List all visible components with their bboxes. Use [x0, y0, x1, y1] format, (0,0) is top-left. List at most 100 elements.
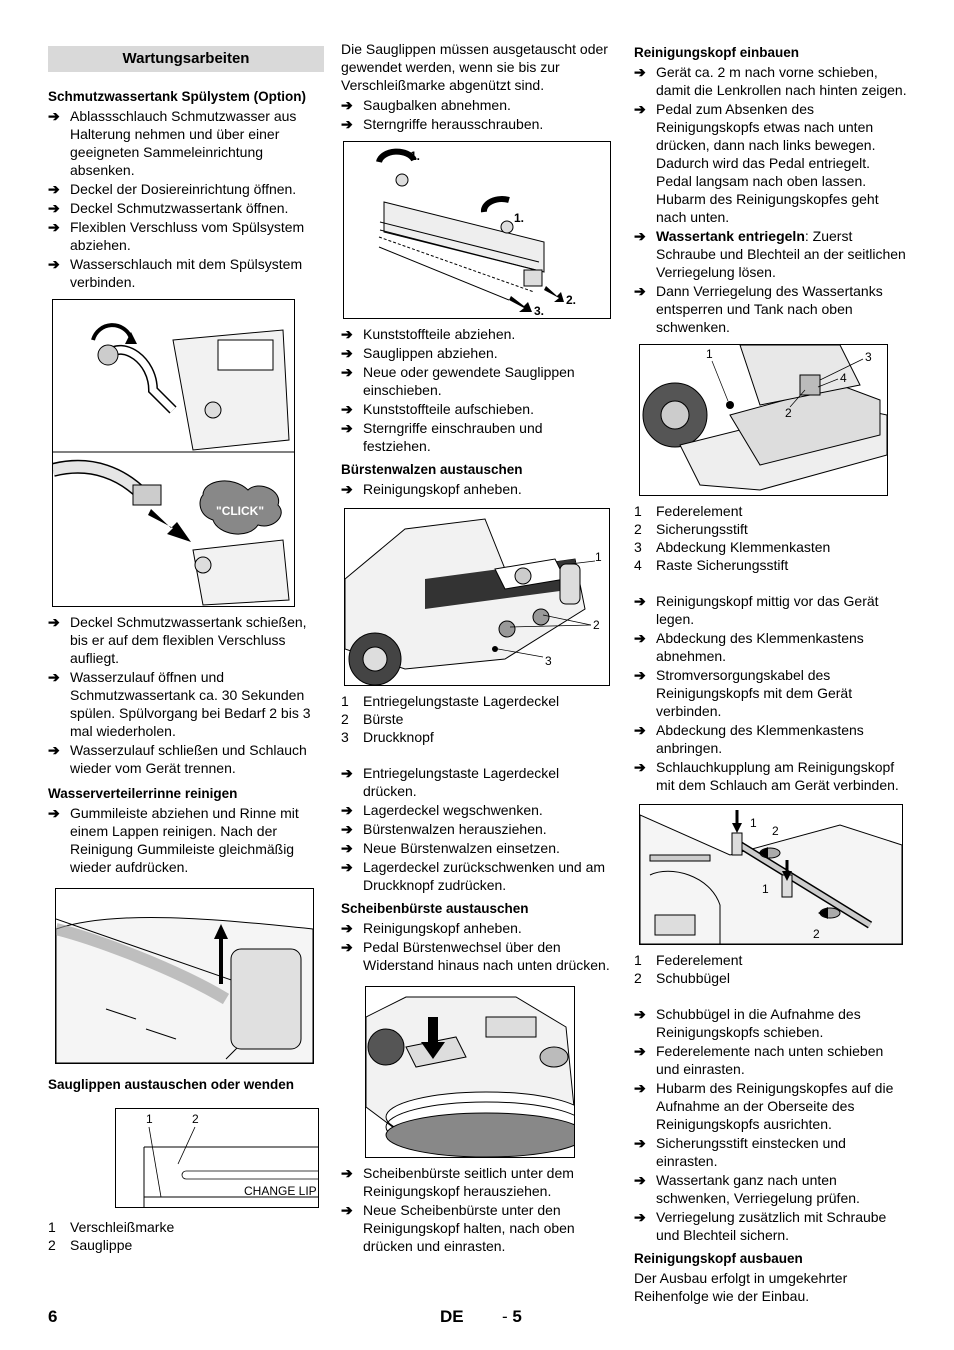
- step-text: Entriegelungstaste Lagerdeckel drücken.: [363, 765, 560, 799]
- step-text: Dann Verriegelung des Wassertanks entspe…: [656, 283, 883, 335]
- legend-item: 3 Druckknopf: [341, 728, 613, 746]
- bar-label-1a: 1.: [410, 149, 420, 163]
- figure-scheibe: [365, 986, 575, 1158]
- arrow-right-icon: ➔: [634, 1080, 646, 1096]
- walzen-label-1: 1: [595, 550, 602, 564]
- arrow-right-icon: ➔: [48, 742, 60, 758]
- heading-ausbau: Reinigungskopf ausbauen: [634, 1251, 803, 1266]
- step-text: Scheibenbürste seitlich unter dem Reinig…: [363, 1165, 574, 1199]
- step-list-rinne: ➔Gummileiste abziehen und Rinne mit eine…: [48, 804, 324, 876]
- step-item: ➔Stromversorgungskabel des Reinigungskop…: [634, 666, 908, 720]
- column-left: Wartungsarbeiten Schmutzwassertank Spüly…: [48, 40, 324, 1254]
- step-item: ➔Lagerdeckel wegschwenken.: [341, 801, 613, 819]
- sauglippe-illustration: 1 2 CHANGE LIP: [143, 1112, 318, 1207]
- step-text: Neue Bürstenwalzen einsetzen.: [363, 840, 560, 856]
- page-number-value: 5: [512, 1307, 522, 1326]
- step-text: Wasserzulauf schließen und Schlauch wied…: [70, 742, 307, 776]
- legend-number: 2: [634, 521, 642, 537]
- step-item: ➔Reinigungskopf anheben.: [341, 919, 613, 937]
- step-text: Lagerdeckel zurückschwenken und am Druck…: [363, 859, 606, 893]
- step-item: ➔Reinigungskopf mittig vor das Gerät leg…: [634, 592, 908, 628]
- step-item: ➔Abdeckung des Klemmenkastens abnehmen.: [634, 629, 908, 665]
- step-item: ➔Pedal zum Absenken des Reinigungskopfs …: [634, 100, 908, 226]
- arrow-right-icon: ➔: [341, 401, 353, 417]
- step-item: ➔Saugbalken abnehmen.: [341, 96, 613, 114]
- arrow-right-icon: ➔: [341, 1202, 353, 1218]
- arrow-right-icon: ➔: [341, 765, 353, 781]
- legend-text: Druckknopf: [363, 729, 434, 745]
- step-text: Kunststoffteile aufschieben.: [363, 401, 534, 417]
- heading-einbau: Reinigungskopf einbauen: [634, 45, 800, 60]
- figure-walzen: 1 2 3: [344, 508, 610, 686]
- buegel-label-2b: 2: [813, 927, 820, 941]
- tank-label-1: 1: [706, 347, 713, 361]
- step-text: Kunststoffteile abziehen.: [363, 326, 516, 342]
- heading-rinne: Wasserverteilerrinne reinigen: [48, 786, 238, 801]
- step-list-scheibe-a: ➔Reinigungskopf anheben.➔Pedal Bürstenwe…: [341, 919, 613, 974]
- step-text: Deckel der Dosiereinrichtung öffnen.: [70, 181, 297, 197]
- buegel-label-1b: 1: [762, 882, 769, 896]
- column-middle: Die Sauglippen müssen ausgetauscht oder …: [341, 40, 613, 1256]
- legend-text: Sicherungsstift: [656, 521, 748, 537]
- arrow-right-icon: ➔: [48, 805, 60, 821]
- step-item: ➔Wassertank ganz nach unten schwenken, V…: [634, 1171, 908, 1207]
- figure-spuelsystem: "CLICK": [52, 299, 295, 607]
- step-text: Neue Scheibenbürste unter den Reinigungs…: [363, 1202, 575, 1254]
- legend-number: 1: [634, 503, 642, 519]
- step-item: ➔Reinigungskopf anheben.: [341, 480, 613, 498]
- legend-text: Federelement: [656, 503, 743, 519]
- arrow-right-icon: ➔: [341, 345, 353, 361]
- heading-walzen: Bürstenwalzen austauschen: [341, 462, 523, 477]
- step-item: ➔Wasserzulauf öffnen und Schmutzwasserta…: [48, 668, 324, 740]
- step-item: ➔Sterngriffe herausschrauben.: [341, 115, 613, 133]
- legend-text: Bürste: [363, 711, 404, 727]
- walzen-label-2: 2: [593, 618, 600, 632]
- figure-wassertank: 1 3 4 2: [639, 344, 888, 496]
- arrow-right-icon: ➔: [634, 1006, 646, 1022]
- step-item: ➔Scheibenbürste seitlich unter dem Reini…: [341, 1164, 613, 1200]
- legend-item: 1 Entriegelungstaste Lagerdeckel: [341, 692, 613, 710]
- arrow-right-icon: ➔: [341, 840, 353, 856]
- intro-sauglippen: Die Sauglippen müssen ausgetauscht oder …: [341, 41, 608, 93]
- step-item: ➔Schlauchkupplung am Reinigungskopf mit …: [634, 758, 908, 794]
- step-list-scheibe-b: ➔ Scheibenbürste seitlich unter dem Reini…: [341, 1164, 613, 1255]
- step-text: Abdeckung des Klemmenkastens abnehmen.: [656, 630, 864, 664]
- step-text: Schlauchkupplung am Reinigungskopf mit d…: [656, 759, 899, 793]
- arrow-right-icon: ➔: [48, 200, 60, 216]
- legend-number: 2: [48, 1237, 56, 1253]
- arrow-right-icon: ➔: [634, 64, 646, 80]
- arrow-right-icon: ➔: [341, 802, 353, 818]
- step-item: ➔ Neue Bürstenwalzen einsetzen.: [341, 839, 613, 857]
- rinne-illustration: [56, 916, 313, 1063]
- figure-saugbalken: 1. 1. 2. 3.: [343, 141, 611, 319]
- step-text: Flexiblen Verschluss vom Spülsystem abzi…: [70, 219, 305, 253]
- step-list-spuel-2: ➔Deckel Schmutzwassertank schießen, bis …: [48, 613, 324, 777]
- legend-number: 3: [341, 729, 349, 745]
- step-item: ➔Sicherungsstift einstecken und einraste…: [634, 1134, 908, 1170]
- bar-label-2: 2.: [566, 293, 576, 307]
- step-item: ➔Sauglippen abziehen.: [341, 344, 613, 362]
- lip-label-2: 2: [192, 1112, 199, 1126]
- legend-text: Verschleißmarke: [70, 1219, 175, 1235]
- page-number-right: - 5: [502, 1307, 522, 1327]
- legend-number: 1: [634, 952, 642, 968]
- step-text: Pedal Bürstenwechsel über den Widerstand…: [363, 939, 610, 973]
- legend-number: 1: [341, 693, 349, 709]
- step-text: Federelemente nach unten schieben und ei…: [656, 1043, 884, 1077]
- legend-item: 1 Federelement: [634, 502, 908, 520]
- step-list-einbau-d: ➔Schubbügel in die Aufnahme des Reinigun…: [634, 1005, 908, 1244]
- step-item: ➔Sterngriffe einschrauben und festziehen…: [341, 419, 613, 455]
- step-text: Abdeckung des Klemmenkastens anbringen.: [656, 722, 864, 756]
- arrow-right-icon: ➔: [634, 593, 646, 609]
- page-number-prefix: -: [502, 1307, 508, 1326]
- tank-label-2: 2: [785, 406, 792, 420]
- figure-sauglippe: 1 2 CHANGE LIP: [115, 1108, 319, 1208]
- step-text: Reinigungskopf anheben.: [363, 920, 522, 936]
- legend-text: Entriegelungstaste Lagerdeckel: [363, 693, 560, 709]
- step-text: Stromversorgungskabel des Reinigungskopf…: [656, 667, 853, 719]
- step-item: ➔Deckel Schmutzwassertank schießen, bis …: [48, 613, 324, 667]
